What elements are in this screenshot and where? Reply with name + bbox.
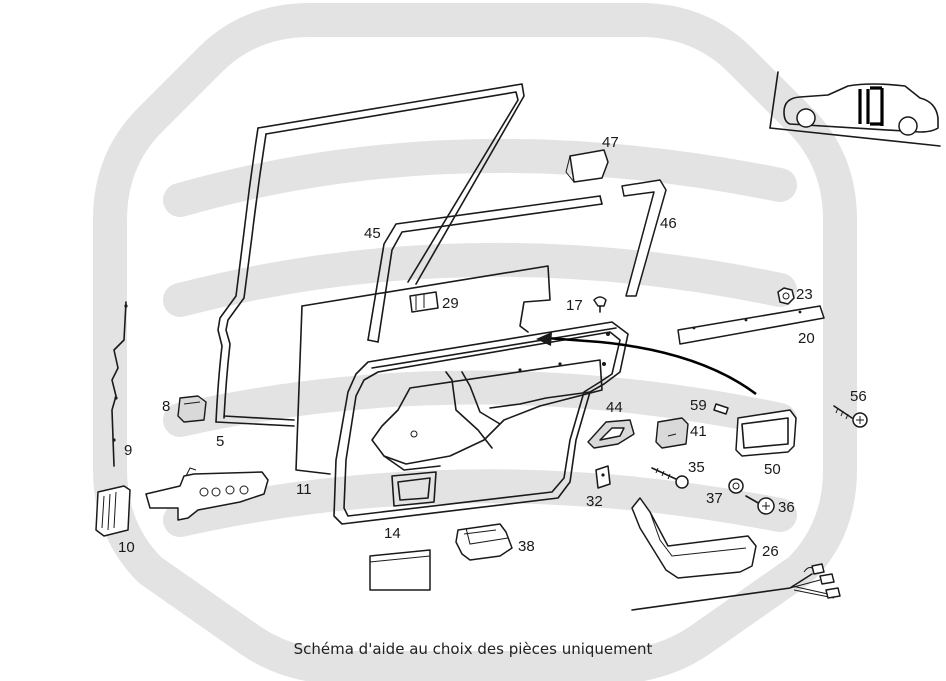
part-29-clip <box>409 291 439 313</box>
part-47-cap <box>565 149 609 183</box>
watermark-stripe-3 <box>163 370 797 437</box>
label-26: 26 <box>762 543 779 560</box>
part-11-panel-sheet <box>295 265 551 475</box>
label-32: 32 <box>586 493 603 510</box>
label-10: 10 <box>118 539 135 556</box>
watermark-stripe-2 <box>163 242 797 317</box>
watermark-octagon <box>93 3 857 681</box>
part-14-door-trim <box>333 321 629 525</box>
label-17: 17 <box>566 297 583 314</box>
part-8-block <box>177 395 207 423</box>
label-23: 23 <box>796 286 813 303</box>
part-20-trim-strip <box>677 305 825 345</box>
label-14: 14 <box>384 525 401 542</box>
label-5: 5 <box>216 433 224 450</box>
label-8: 8 <box>162 398 170 415</box>
label-44: 44 <box>606 399 623 416</box>
label-37: 37 <box>706 490 723 507</box>
part-38-lamp-housing <box>455 523 513 561</box>
part-5-door-seal <box>215 83 525 427</box>
label-47: 47 <box>602 134 619 151</box>
label-9: 9 <box>124 442 132 459</box>
label-20: 20 <box>798 330 815 347</box>
part-36-screw <box>745 495 775 515</box>
part-44-handle-bezel <box>587 419 635 449</box>
label-56: 56 <box>850 388 867 405</box>
car-thumbnail <box>769 71 941 147</box>
part-10-lock-body <box>95 485 131 537</box>
part-45-window-channel <box>367 195 603 343</box>
part-46-guide-rail <box>621 179 667 297</box>
part-17-push-clip <box>593 296 607 313</box>
part-23-nut <box>777 287 795 305</box>
label-35: 35 <box>688 459 705 476</box>
diagram-caption: Schéma d'aide au choix des pièces unique… <box>293 640 653 658</box>
label-36: 36 <box>778 499 795 516</box>
label-46: 46 <box>660 215 677 232</box>
part-9-link-rod <box>111 301 128 467</box>
part-lock-mechanism <box>145 467 269 521</box>
part-59-bulb <box>713 403 729 415</box>
part-50-lamp <box>735 409 797 457</box>
part-32-clip <box>595 465 611 489</box>
part-cover-plate <box>369 549 431 591</box>
label-41: 41 <box>690 423 707 440</box>
label-11: 11 <box>296 481 312 498</box>
assembly-arrow <box>536 332 757 396</box>
label-59: 59 <box>690 397 707 414</box>
part-37-washer <box>728 478 744 494</box>
part-wiring-harness <box>631 563 841 611</box>
label-29: 29 <box>442 295 459 312</box>
part-35-screw <box>651 467 689 489</box>
watermark-stripe-4 <box>163 469 797 537</box>
label-38: 38 <box>518 538 535 555</box>
part-56-screw <box>833 405 868 428</box>
label-45: 45 <box>364 225 381 242</box>
label-50: 50 <box>764 461 781 478</box>
part-41-switch <box>655 417 689 449</box>
part-26-pull-handle <box>631 497 757 579</box>
